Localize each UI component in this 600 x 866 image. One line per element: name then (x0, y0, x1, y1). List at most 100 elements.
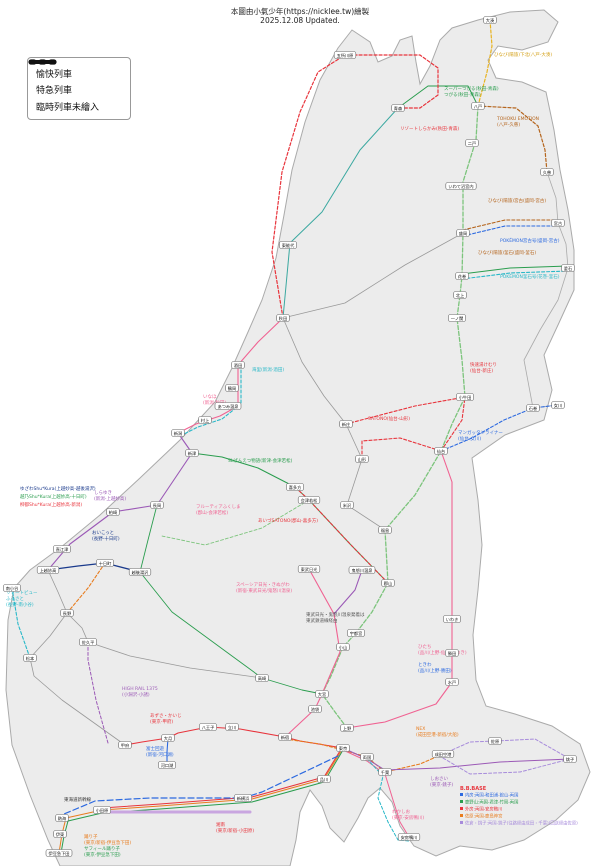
train-label: しおさい (430, 775, 448, 782)
rail-line-あいづSATONO (294, 486, 389, 584)
train-label: (仙台-女川) (458, 435, 481, 442)
station-box-宇都宮 (347, 629, 365, 637)
station-label-東京: 東京 (339, 745, 347, 752)
legend-label-express: 特急列車 (36, 86, 73, 96)
station-label-鶴岡: 鶴岡 (228, 385, 236, 392)
legend-item-joyful: 愉快列車 (28, 59, 122, 80)
station-label-石巻: 石巻 (529, 405, 538, 412)
bbbase-swatch (460, 814, 463, 817)
station-label-新横浜: 新横浜 (237, 795, 250, 802)
train-label: SATONO(仙台-山形) (368, 415, 410, 422)
station-label-東武日光: 東武日光 (301, 566, 318, 573)
station-box-佐久平 (79, 638, 97, 646)
rail-line-奥羽本線(青森-秋田) (282, 107, 399, 319)
station-box-伊東 (53, 830, 67, 838)
train-label: わかしお (392, 808, 410, 815)
station-box-大宮 (315, 690, 329, 698)
rail-line-スペーシアきぬがわ (333, 569, 363, 615)
rail-line-大湊線ひなび下北 (477, 19, 493, 107)
train-label: リゾートしらかみ(秋田-青森) (400, 125, 459, 132)
train-label: ひなび(陽旅)下北(八戸-大湊) (494, 51, 552, 58)
station-box-喜多方 (286, 483, 304, 491)
station-box-女川 (551, 401, 565, 409)
train-label: HIGH RAIL 1375 (122, 686, 158, 692)
bbbase-item: 佐原:両国-鹿島神宮 (465, 813, 502, 820)
rail-line-東北本線トランク (321, 105, 479, 729)
station-label-宮古: 宮古 (554, 220, 562, 227)
station-box-郡山 (381, 579, 395, 587)
rail-line-青い森鉄道 (397, 85, 479, 109)
train-label: (新潟-上越妙高) (94, 495, 126, 502)
station-box-鬼怒川温泉 (348, 566, 376, 574)
station-box-池袋 (308, 705, 322, 713)
station-box-いわて沼宮内 (445, 182, 477, 190)
rail-line-八戸線TOHOKU EMOTION (477, 105, 548, 173)
station-label-いわて沼宮内: いわて沼宮内 (448, 183, 473, 190)
station-box-長野 (60, 609, 74, 617)
station-label-小牛田: 小牛田 (459, 394, 472, 401)
train-label: ときわ (418, 661, 432, 668)
station-box-八王子 (199, 723, 217, 731)
station-label-水戸: 水戸 (448, 679, 456, 686)
station-label-仙台: 仙台 (437, 448, 445, 455)
solid-line-icon (29, 60, 56, 64)
rail-line-仙山線SATONO (361, 437, 442, 460)
station-label-五所川原: 五所川原 (337, 52, 354, 59)
station-box-小山 (336, 643, 350, 651)
station-label-米沢: 米沢 (343, 502, 352, 509)
train-label: (小淵沢-小諸) (122, 691, 150, 698)
rail-line-三陸沿岸 (523, 171, 569, 409)
train-label: SLばんえつ物語(新津-会津若松) (228, 457, 293, 464)
station-box-千葉 (378, 768, 392, 776)
station-box-仙台 (434, 447, 448, 455)
train-label: (新宿-東武日光/鬼怒川温泉) (236, 587, 292, 594)
station-box-両国 (360, 753, 374, 761)
station-box-村上 (198, 416, 212, 424)
station-label-花巻: 花巻 (458, 273, 467, 280)
station-box-高崎 (255, 674, 269, 682)
station-box-新津 (185, 449, 199, 457)
bbbase-swatch (460, 793, 463, 796)
bbbase-item: 外房:両国-安房鴨川 (465, 806, 502, 813)
rail-line-成田佐原ループ (442, 738, 571, 775)
station-label-十日町: 十日町 (99, 560, 112, 567)
train-label: ゆざわShu*Kura(上越妙高-越後湯沢) (20, 485, 96, 492)
rail-line-釜石線快速 (461, 265, 569, 275)
rail-line-HIGH RAIL (87, 641, 109, 744)
train-label: (仙台-新庄) (470, 367, 493, 374)
train-label: ひなび(陽旅)宮古(盛岡-宮古) (488, 197, 546, 204)
train-label: (八戸-久慈) (497, 121, 520, 128)
station-box-小牛田 (456, 393, 474, 401)
station-label-福島: 福島 (381, 527, 389, 534)
station-label-新宿: 新宿 (281, 734, 289, 741)
station-box-品川 (317, 775, 331, 783)
legend-label-joyful: 愉快列車 (36, 70, 73, 80)
station-label-小田原: 小田原 (96, 807, 109, 814)
station-label-小山: 小山 (339, 644, 347, 651)
station-label-いわき: いわき (446, 616, 459, 622)
station-label-品川: 品川 (320, 777, 328, 783)
title-updated: 2025.12.08 Updated. (260, 16, 340, 26)
train-label: (新潟-秋田) (203, 399, 226, 406)
train-label: つがる(秋田-青森) (444, 91, 481, 98)
legend-item-express: 特急列車 (29, 60, 122, 96)
station-box-長岡 (150, 501, 164, 509)
station-box-釜石 (561, 264, 575, 272)
station-box-新横浜 (234, 794, 252, 802)
station-box-上越妙高 (36, 566, 60, 574)
station-box-福島 (378, 526, 392, 534)
station-label-久慈: 久慈 (543, 169, 551, 176)
station-box-大月 (161, 734, 175, 742)
station-label-熱海: 熱海 (58, 815, 67, 822)
station-box-久慈 (540, 168, 554, 176)
station-label-千葉: 千葉 (381, 769, 390, 776)
bbbase-swatch (460, 800, 463, 803)
train-label: 富士回遊 (146, 745, 164, 752)
bbbase-swatch (460, 807, 463, 810)
station-label-直江津: 直江津 (56, 546, 69, 553)
station-label-南小谷: 南小谷 (6, 585, 19, 592)
station-box-小田原 (93, 806, 111, 814)
station-box-河口湖 (158, 761, 176, 769)
rail-line-只見線 (161, 499, 310, 546)
